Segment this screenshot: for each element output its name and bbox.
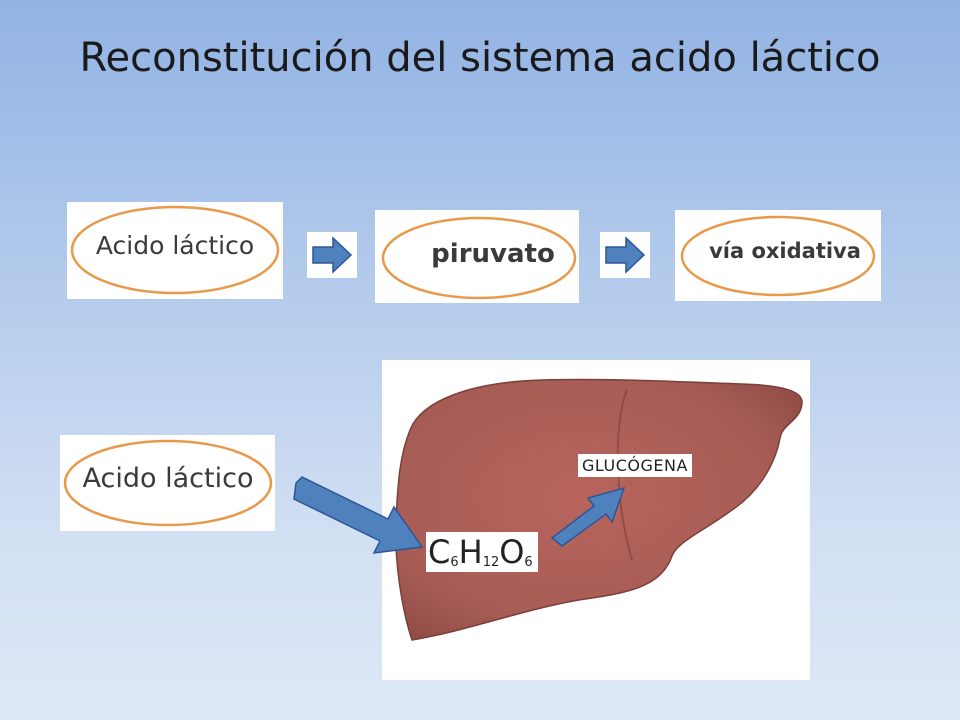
formula-o: O [499, 533, 525, 571]
step-piruvato: piruvato [375, 210, 579, 303]
formula-h: H [458, 533, 483, 571]
arrow-1 [307, 232, 357, 278]
slide-title: Reconstitución del sistema acido láctico [79, 35, 881, 81]
glucose-formula: C6H12O6 [426, 532, 538, 572]
glycogen-label: GLUCÓGENA [578, 454, 692, 477]
arrow-to-formula-icon [293, 476, 424, 554]
right-arrow-icon [312, 236, 353, 274]
step-3-label: vía oxidativa [709, 239, 861, 263]
step-1-label: Acido láctico [96, 231, 254, 260]
step-via-oxidativa: vía oxidativa [675, 210, 881, 301]
source-acido-lactico: Acido láctico [60, 435, 275, 531]
source-label: Acido láctico [83, 463, 254, 494]
arrow-to-glycogen-icon [550, 486, 626, 547]
step-2-label: piruvato [431, 239, 555, 269]
step-acido-lactico: Acido láctico [67, 202, 283, 299]
formula-c-sub: 6 [450, 555, 459, 570]
formula-c: C [428, 533, 451, 571]
right-arrow-icon [605, 236, 646, 274]
formula-h-sub: 12 [482, 555, 500, 570]
arrow-2 [600, 232, 650, 278]
formula-o-sub: 6 [524, 555, 533, 570]
